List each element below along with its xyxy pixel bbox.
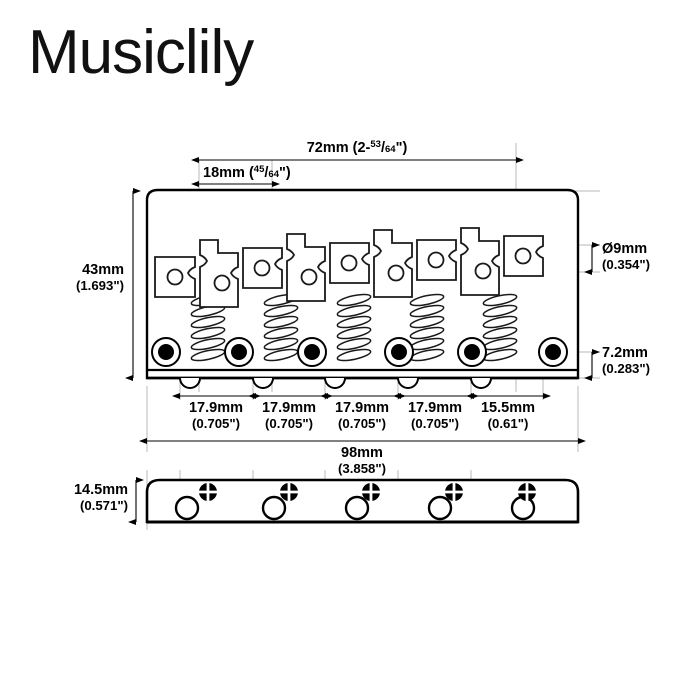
- spacing-label-mm: 15.5mm: [481, 400, 535, 416]
- dimension-bottom-edge: 7.2mm (0.283"): [584, 345, 650, 381]
- dimension-first-span: 18mm (45/64"): [191, 164, 291, 187]
- bridge-plate-side-view: [145, 478, 580, 524]
- dimension-plate-width: 98mm (3.858"): [139, 438, 586, 476]
- screw-icon: [362, 483, 380, 501]
- mounting-holes-top-view: [151, 337, 568, 367]
- saddle-7: [416, 239, 457, 281]
- side-view-string-holes: [174, 495, 536, 521]
- string-notch-bar: [147, 368, 578, 389]
- saddle-5: [329, 242, 370, 284]
- dimension-spacing-5: 15.5mm (0.61"): [466, 393, 551, 431]
- saddle-4: [286, 233, 326, 302]
- saddles-group: [154, 227, 544, 308]
- screw-icon: [280, 483, 298, 501]
- spacing-label-inch: (0.705"): [192, 416, 240, 431]
- dimension-label-diameter-inch: (0.354"): [602, 257, 650, 272]
- dimension-label-14-5mm-inch: (0.571"): [80, 498, 128, 513]
- dimension-label-43mm: 43mm: [82, 262, 124, 278]
- dimension-label-98mm-inch: (3.858"): [338, 461, 386, 476]
- dimension-plate-height: 43mm (1.693"): [76, 188, 141, 381]
- dimension-string-spacing-total: 72mm (2-53/64"): [191, 139, 524, 163]
- saddle-9: [503, 235, 544, 277]
- spacing-label-inch: (0.705"): [338, 416, 386, 431]
- spacing-label-inch: (0.705"): [265, 416, 313, 431]
- spacing-label-inch: (0.61"): [488, 416, 529, 431]
- dimension-spacing-chain: 17.9mm (0.705") 17.9mm (0.705") 17.9mm (…: [172, 393, 551, 431]
- saddle-2: [199, 239, 239, 308]
- mounting-hole: [297, 337, 327, 367]
- saddle-8: [460, 227, 500, 296]
- dimension-spacing-2: 17.9mm (0.705"): [248, 393, 333, 431]
- screw-icon: [199, 483, 217, 501]
- spacing-label-mm: 17.9mm: [408, 400, 462, 416]
- saddle-6: [373, 229, 413, 298]
- dimension-label-43mm-inch: (1.693"): [76, 278, 124, 293]
- dimension-spacing-4: 17.9mm (0.705"): [393, 393, 479, 431]
- dimension-label-diameter: Ø9mm: [602, 241, 647, 257]
- brand-logo: Musiclily: [28, 18, 254, 87]
- spacing-label-mm: 17.9mm: [335, 400, 389, 416]
- mounting-hole: [224, 337, 254, 367]
- dimension-label-18mm: 18mm (45/64"): [203, 164, 291, 181]
- dimension-spacing-1: 17.9mm (0.705"): [172, 393, 261, 431]
- mounting-hole: [151, 337, 181, 367]
- dimension-label-98mm: 98mm: [341, 445, 383, 461]
- dimension-hole-diameter: Ø9mm (0.354"): [584, 241, 650, 275]
- dimension-side-height: 14.5mm (0.571"): [74, 477, 144, 525]
- dimension-label-72mm: 72mm (2-53/64"): [307, 139, 408, 156]
- spacing-label-mm: 17.9mm: [189, 400, 243, 416]
- mounting-hole: [457, 337, 487, 367]
- saddle-3: [242, 247, 283, 289]
- dimension-spacing-3: 17.9mm (0.705"): [320, 393, 406, 431]
- spacing-label-inch: (0.705"): [411, 416, 459, 431]
- saddle-1: [154, 256, 196, 298]
- mounting-hole: [538, 337, 568, 367]
- dimension-label-7-2mm-inch: (0.283"): [602, 361, 650, 376]
- dimension-label-14-5mm: 14.5mm: [74, 482, 128, 498]
- mounting-hole: [384, 337, 414, 367]
- spacing-label-mm: 17.9mm: [262, 400, 316, 416]
- dimension-label-7-2mm: 7.2mm: [602, 345, 648, 361]
- screw-icon: [445, 483, 463, 501]
- screw-icon: [518, 483, 536, 501]
